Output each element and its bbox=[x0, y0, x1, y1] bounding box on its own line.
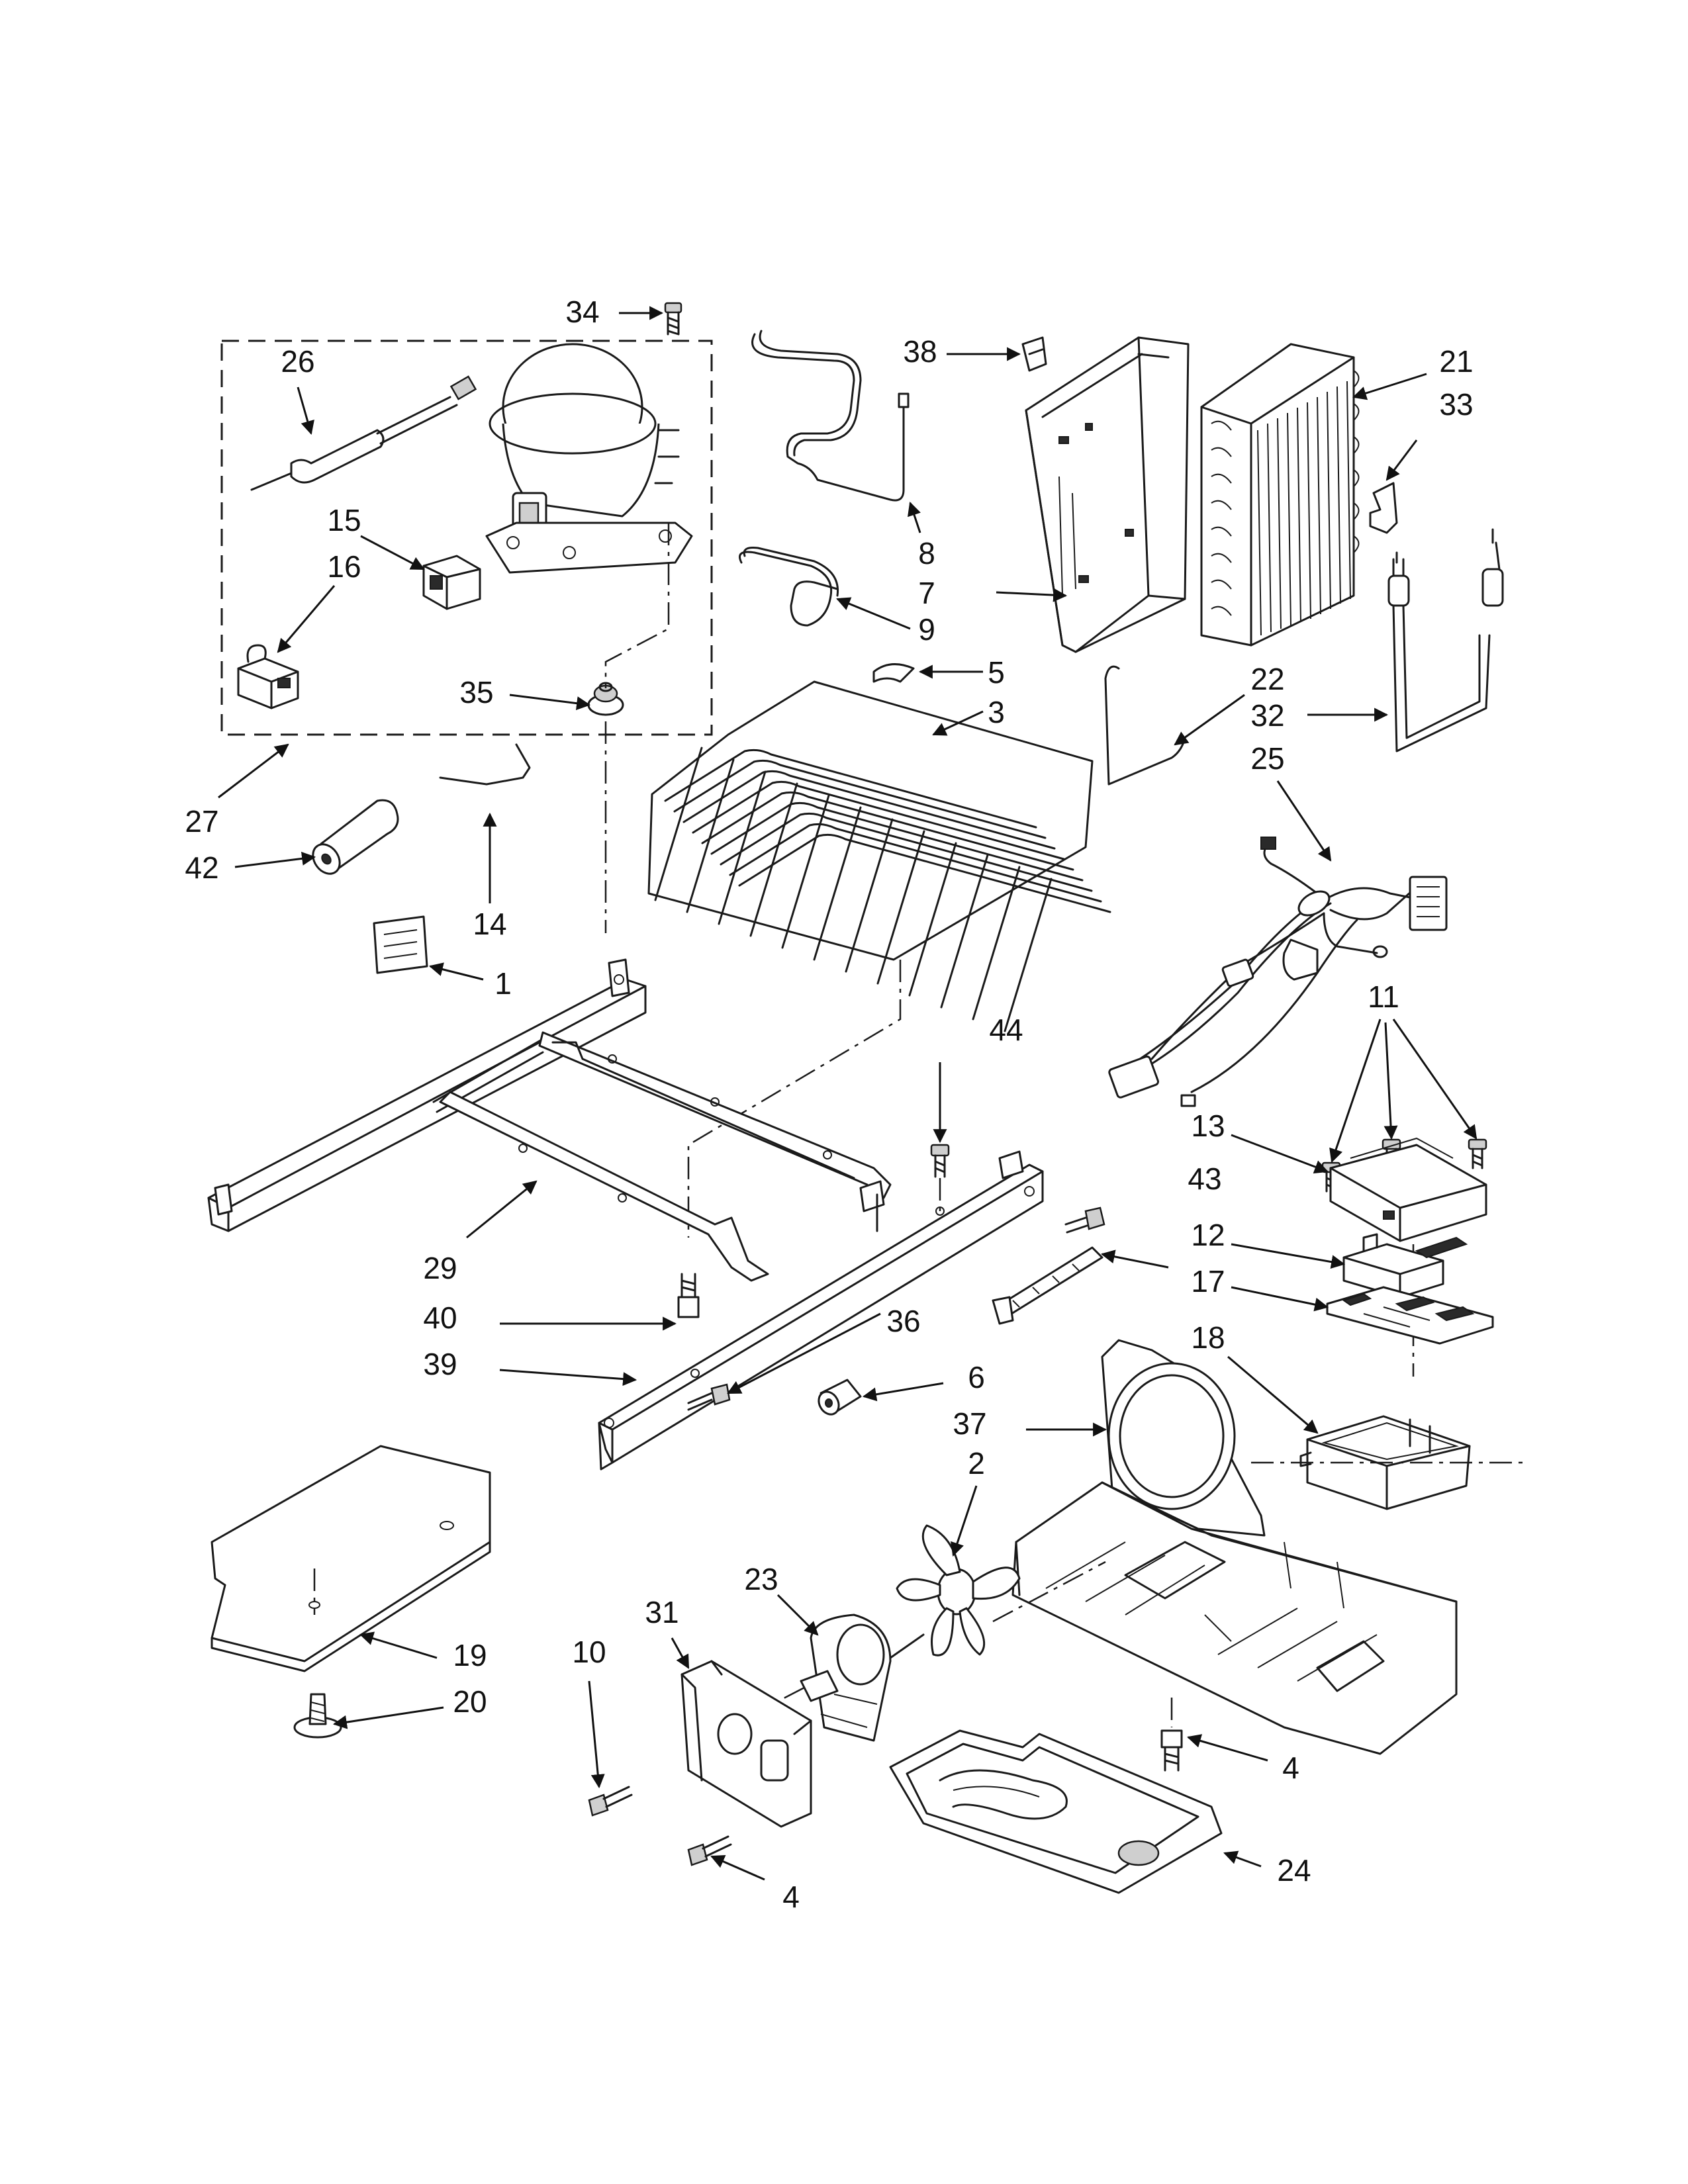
callout-29: 29 bbox=[423, 1251, 457, 1285]
part-38-clip bbox=[1021, 336, 1047, 372]
part-rail-screw bbox=[1064, 1206, 1105, 1234]
part-1-plate bbox=[373, 915, 428, 974]
callout-5: 5 bbox=[988, 655, 1005, 690]
callout-4-base: 4 bbox=[1282, 1751, 1299, 1785]
part-14-clip bbox=[439, 743, 531, 786]
callout-40: 40 bbox=[423, 1300, 457, 1335]
part-5-clip bbox=[872, 663, 915, 683]
callout-37: 37 bbox=[953, 1406, 986, 1441]
callout-12: 12 bbox=[1191, 1218, 1225, 1252]
part-17-circuit-board bbox=[1326, 1286, 1494, 1345]
part-21-condenser bbox=[1200, 343, 1360, 647]
callout-24: 24 bbox=[1277, 1853, 1311, 1888]
part-24-drain-pan bbox=[889, 1729, 1223, 1894]
part-15-relay bbox=[422, 555, 481, 610]
callout-14: 14 bbox=[473, 907, 506, 941]
part-35-grommet bbox=[587, 682, 624, 716]
callout-43: 43 bbox=[1188, 1161, 1221, 1196]
part-16-overload bbox=[237, 644, 299, 709]
part-3-evaporator bbox=[647, 680, 1111, 1032]
part-4-screw-lower bbox=[687, 1835, 732, 1866]
part-12-control-block bbox=[1342, 1233, 1468, 1298]
part-19-cover-panel bbox=[211, 1445, 491, 1672]
callout-23: 23 bbox=[744, 1562, 778, 1596]
callout-38: 38 bbox=[903, 334, 937, 369]
callout-13: 13 bbox=[1191, 1109, 1225, 1143]
callout-2: 2 bbox=[968, 1446, 985, 1480]
callout-8: 8 bbox=[918, 536, 935, 570]
callout-27: 27 bbox=[185, 804, 218, 839]
part-43-tie-strap bbox=[992, 1246, 1103, 1325]
callout-33: 33 bbox=[1439, 387, 1473, 422]
callout-10: 10 bbox=[572, 1635, 606, 1669]
part-2-fan-blade bbox=[896, 1524, 1021, 1657]
part-37-base-pan bbox=[1011, 1339, 1458, 1755]
callout-36: 36 bbox=[886, 1304, 920, 1338]
part-26-tube bbox=[250, 375, 477, 491]
callout-25: 25 bbox=[1250, 741, 1284, 776]
callout-35: 35 bbox=[459, 675, 493, 709]
callout-21: 21 bbox=[1439, 344, 1473, 379]
part-44-screw bbox=[930, 1144, 950, 1178]
part-40-screw bbox=[677, 1273, 700, 1318]
callout-7: 7 bbox=[918, 576, 935, 610]
callout-labels: 34 26 15 16 27 42 14 1 35 8 7 9 38 5 3 2… bbox=[185, 295, 1473, 1914]
compressor-mount-line bbox=[604, 523, 670, 688]
part-42-cylinder bbox=[312, 799, 399, 875]
callout-34: 34 bbox=[565, 295, 599, 329]
callout-3: 3 bbox=[988, 695, 1005, 729]
part-9-tube bbox=[739, 551, 839, 627]
callout-18: 18 bbox=[1191, 1320, 1225, 1355]
callout-11: 11 bbox=[1368, 979, 1399, 1014]
callout-32: 32 bbox=[1250, 698, 1284, 733]
part-compressor bbox=[485, 343, 693, 574]
callout-19: 19 bbox=[453, 1638, 487, 1672]
callout-44: 44 bbox=[989, 1013, 1023, 1047]
part-13-control-cover bbox=[1329, 1137, 1487, 1242]
part-7-shroud bbox=[1025, 336, 1190, 653]
leader-lines bbox=[218, 306, 1477, 1881]
callout-20: 20 bbox=[453, 1684, 487, 1719]
part-22-hook bbox=[1104, 665, 1186, 786]
part-20-foot bbox=[293, 1693, 342, 1739]
part-8-tube-end bbox=[898, 392, 910, 408]
callout-6: 6 bbox=[968, 1360, 985, 1394]
callout-4-lower: 4 bbox=[782, 1880, 800, 1914]
callout-15: 15 bbox=[327, 503, 361, 537]
part-36-screw bbox=[687, 1383, 731, 1411]
callout-31: 31 bbox=[645, 1595, 679, 1629]
part-25-wire-harness bbox=[1108, 837, 1448, 1107]
part-29-frame-rails bbox=[207, 958, 1044, 1471]
callout-16: 16 bbox=[327, 549, 361, 584]
part-6-bushing bbox=[818, 1379, 862, 1416]
compressor-kit-boundary bbox=[220, 340, 713, 736]
part-10-screw bbox=[588, 1786, 633, 1817]
callout-1: 1 bbox=[494, 966, 512, 1001]
part-23-fan-motor bbox=[800, 1614, 925, 1742]
callout-26: 26 bbox=[281, 344, 314, 379]
part-31-bracket bbox=[680, 1660, 812, 1828]
callout-22: 22 bbox=[1250, 662, 1284, 696]
callout-39: 39 bbox=[423, 1347, 457, 1381]
part-34-screw bbox=[664, 302, 682, 336]
callout-17: 17 bbox=[1191, 1264, 1225, 1298]
evaporator-to-frame-line bbox=[687, 960, 902, 1238]
part-8-tube bbox=[751, 333, 905, 502]
part-32-drier-tube bbox=[1387, 528, 1504, 752]
callout-42: 42 bbox=[185, 850, 218, 885]
part-4-screw-base bbox=[1160, 1729, 1183, 1772]
part-33-clip bbox=[1369, 482, 1398, 534]
callout-9: 9 bbox=[918, 612, 935, 647]
